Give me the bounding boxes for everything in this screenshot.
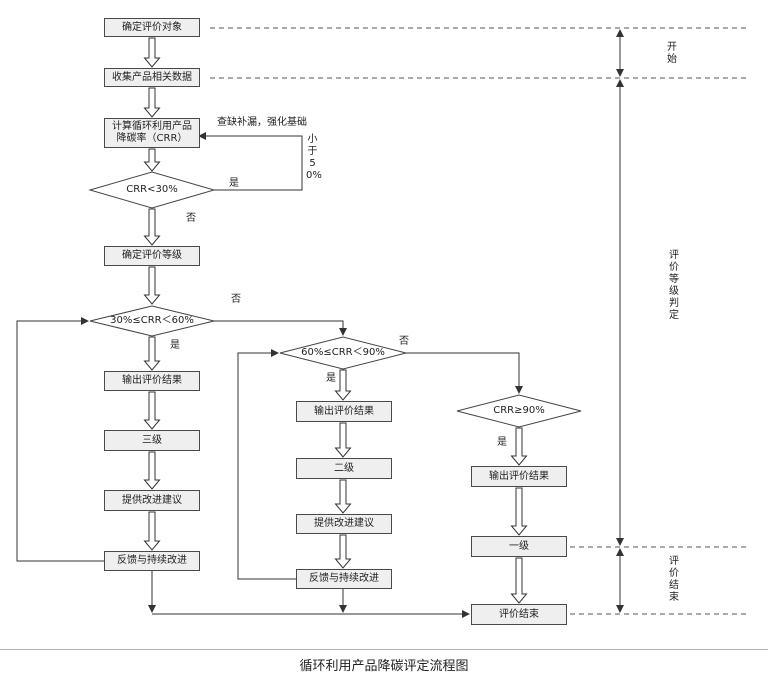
box-collect-data: 收集产品相关数据 <box>104 68 200 87</box>
hollow-arrow-5 <box>143 266 161 305</box>
calc-crr-line2: 降碳率（CRR） <box>116 133 188 144</box>
diamond-label-60-90: 60%≤CRR＜90% <box>301 347 385 358</box>
hollow-arrow-1 <box>143 37 161 68</box>
label-no-60-90: 否 <box>399 336 409 347</box>
decision-diamonds <box>88 171 582 428</box>
hollow-arrow-4 <box>143 208 161 246</box>
hollow-arrow-15 <box>510 487 528 536</box>
loop-feedback-1 <box>16 317 104 562</box>
hollow-arrow-14 <box>510 427 528 466</box>
hollow-arrow-3 <box>143 148 161 172</box>
phase-label-end: 评价结束 <box>669 556 679 603</box>
diamond-label-ge90: CRR≥90% <box>493 405 545 416</box>
label-less-than-50: 小于50% <box>306 134 322 181</box>
label-yes-30-60: 是 <box>170 340 180 351</box>
calc-crr-line1: 计算循环利用产品 <box>112 121 192 132</box>
label-no-30-60: 否 <box>231 294 241 305</box>
hollow-arrow-6 <box>143 336 161 371</box>
edge-30-60-no <box>214 320 347 336</box>
label-yes-ge90: 是 <box>497 437 507 448</box>
label-fill-gaps: 查缺补漏，强化基础 <box>217 117 307 128</box>
label-yes-loop: 是 <box>229 178 239 189</box>
box-level-1: 一级 <box>471 536 567 557</box>
box-determine-object: 确定评价对象 <box>104 18 200 37</box>
hollow-arrow-13 <box>334 534 352 569</box>
box-determine-grade: 确定评价等级 <box>104 246 200 266</box>
box-feedback-1: 反馈与持续改进 <box>104 551 200 571</box>
flowchart-connectors <box>16 27 750 618</box>
figure-frame <box>0 649 768 650</box>
diamond-label-crr-lt30: CRR<30% <box>126 184 178 195</box>
phase-label-start: 开始 <box>667 42 677 65</box>
hollow-flow-arrows <box>143 37 528 604</box>
label-no-crr-lt30: 否 <box>186 213 196 224</box>
phase-label-judgement: 评价等级判定 <box>669 250 679 321</box>
box-advice-2: 提供改进建议 <box>296 514 392 534</box>
diamond-label-30-60: 30%≤CRR＜60% <box>110 315 194 326</box>
box-level-3: 三级 <box>104 430 200 451</box>
hollow-arrow-11 <box>334 422 352 458</box>
box-output-result-3: 输出评价结果 <box>471 466 567 487</box>
hollow-arrow-9 <box>143 511 161 551</box>
loop-crr-lt30 <box>198 132 303 191</box>
hollow-arrow-12 <box>334 479 352 514</box>
figure-caption: 循环利用产品降碳评定流程图 <box>299 659 469 674</box>
hollow-arrow-2 <box>143 87 161 118</box>
box-output-result-2: 输出评价结果 <box>296 401 392 422</box>
edge-60-90-no <box>406 352 523 394</box>
hollow-arrow-10 <box>334 369 352 401</box>
label-yes-60-90: 是 <box>326 373 336 384</box>
box-output-result-1: 输出评价结果 <box>104 371 200 391</box>
thin-connectors <box>16 132 523 618</box>
diamond-ge90 <box>456 394 582 428</box>
hollow-arrow-7 <box>143 391 161 430</box>
box-advice-1: 提供改进建议 <box>104 490 200 511</box>
hollow-arrow-16 <box>510 557 528 604</box>
box-level-2: 二级 <box>296 458 392 479</box>
loop-feedback-2 <box>237 349 296 580</box>
box-calc-crr: 计算循环利用产品 降碳率（CRR） <box>104 118 200 148</box>
hollow-arrow-8 <box>143 451 161 490</box>
phase-dashed-lines <box>210 27 750 615</box>
box-evaluation-end: 评价结束 <box>471 604 567 625</box>
box-feedback-2: 反馈与持续改进 <box>296 569 392 589</box>
